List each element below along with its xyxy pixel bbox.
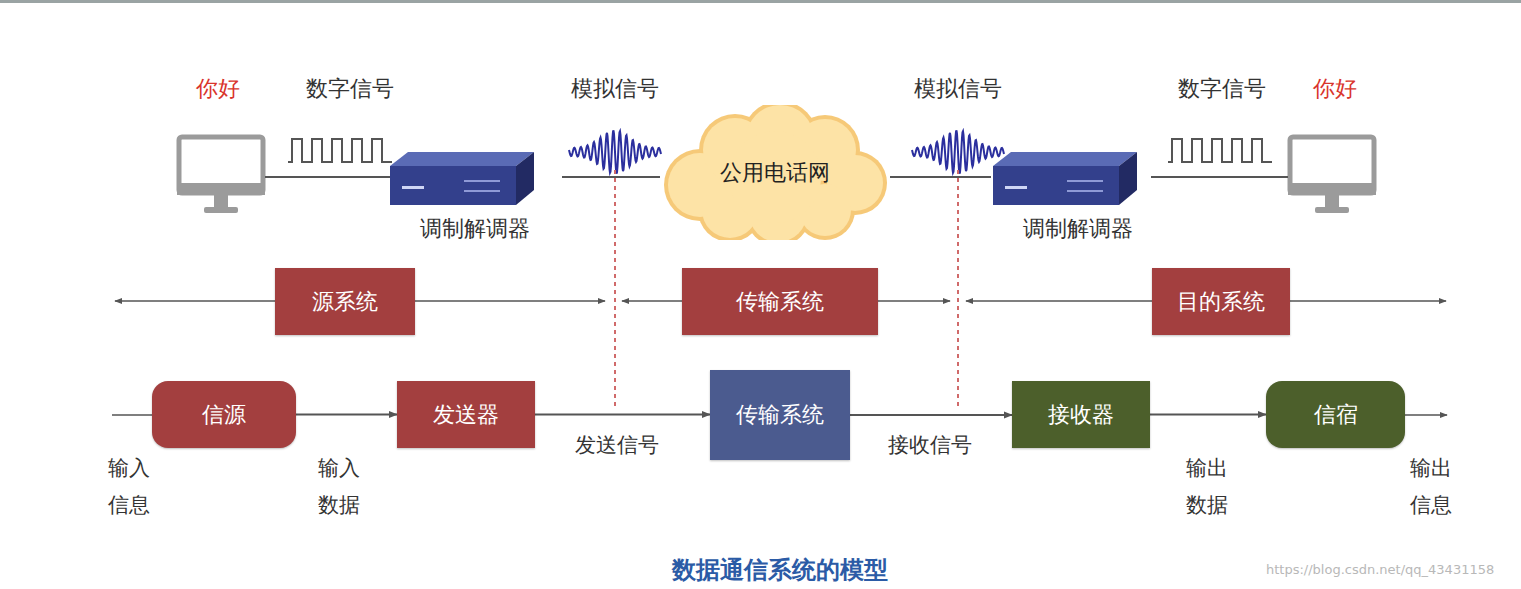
digital-signal-wave (1168, 139, 1272, 162)
output-wire (1405, 414, 1447, 416)
receiver-box: 接收器 (1012, 381, 1150, 448)
greeting-text: 你好 (1313, 74, 1357, 104)
analog-signal-wave (569, 130, 661, 173)
node-label: 发送器 (433, 400, 499, 430)
connector (296, 414, 397, 416)
wire (265, 176, 400, 178)
node-label: 源系统 (312, 287, 378, 317)
connector (850, 414, 1012, 416)
source-box: 信源 (152, 381, 296, 448)
node-label: 接收器 (1048, 400, 1114, 430)
wire (1151, 176, 1288, 178)
system-band: 源系统 (275, 268, 415, 335)
analog-signal-wave (912, 130, 1004, 173)
signal-label: 发送信号 (575, 431, 659, 459)
flow-label: 输出 信息 (1410, 450, 1456, 524)
sink-box: 信宿 (1266, 381, 1405, 448)
divider-line (957, 170, 959, 410)
node-label: 传输系统 (736, 400, 824, 430)
signal-label: 接收信号 (888, 431, 972, 459)
flow-label: 输入 信息 (108, 450, 154, 524)
greeting-text: 你好 (196, 74, 240, 104)
computer-icon (1288, 137, 1376, 213)
signal-name: 模拟信号 (571, 74, 659, 104)
system-band: 目的系统 (1152, 268, 1290, 335)
divider-line (614, 170, 616, 410)
network-cloud: 公用电话网 (660, 105, 890, 240)
node-label: 公用电话网 (720, 158, 830, 188)
system-band: 传输系统 (682, 268, 878, 335)
modem: 调制解调器 (991, 150, 1165, 245)
connector (562, 176, 660, 178)
modem-device (388, 150, 538, 208)
modem-device (991, 150, 1141, 208)
node-label: 目的系统 (1177, 287, 1265, 317)
node-label: 信源 (202, 400, 246, 430)
node-label: 调制解调器 (388, 214, 562, 244)
connector (1150, 414, 1266, 416)
signal-name: 数字信号 (1178, 74, 1266, 104)
top-border (0, 0, 1521, 3)
input-wire (112, 414, 152, 416)
flow-label: 输出 数据 (1186, 450, 1232, 524)
watermark: https://blog.csdn.net/qq_43431158 (1266, 562, 1494, 577)
transmitter-box: 发送器 (397, 381, 535, 448)
flow-label: 输入 数据 (318, 450, 364, 524)
digital-signal-wave (288, 139, 392, 162)
computer-icon (177, 137, 265, 213)
caption: 数据通信系统的模型 (672, 554, 888, 586)
signal-name: 模拟信号 (914, 74, 1002, 104)
signal-name: 数字信号 (306, 74, 394, 104)
node-label: 调制解调器 (991, 214, 1165, 244)
node-label: 信宿 (1314, 400, 1358, 430)
transmission-box: 传输系统 (710, 370, 850, 460)
connector (535, 414, 710, 416)
connector (890, 176, 991, 178)
modem: 调制解调器 (388, 150, 562, 245)
node-label: 传输系统 (736, 287, 824, 317)
